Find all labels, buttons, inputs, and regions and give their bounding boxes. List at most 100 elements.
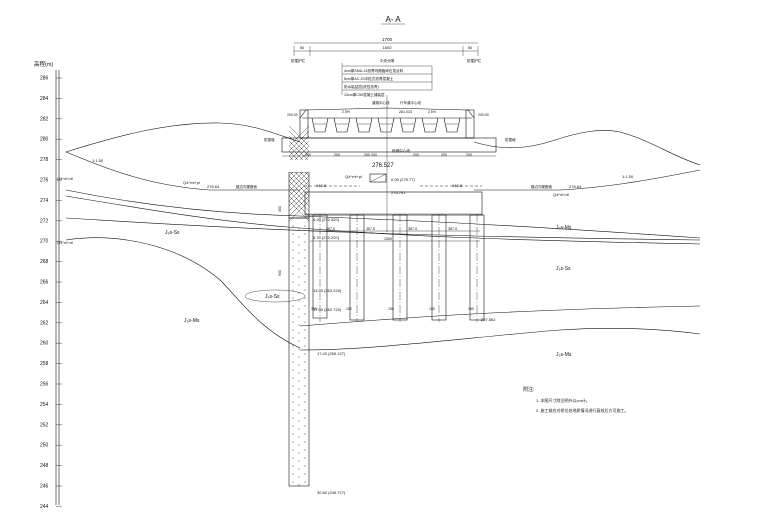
cap-dim-2: 200: [334, 153, 340, 157]
elevation-tick: 282: [40, 116, 49, 122]
pile-span-4: 387.5: [448, 227, 457, 231]
stratum-left-upper: J₃s-Ss: [165, 230, 180, 236]
ground-mid-bottom: 276.761: [391, 190, 406, 195]
elevation-tick: 286: [40, 76, 49, 82]
elevation-tick: 272: [40, 218, 49, 224]
top-dimension: 1700 50 1600 50 防撞护栏 中央分隔 防撞护栏: [291, 37, 481, 63]
borehole-depth-2: 900: [278, 270, 282, 276]
pile-dim-2: 150: [346, 307, 352, 311]
elevation-tick: 254: [40, 402, 49, 408]
right-post-label: 防撞墙: [505, 137, 516, 142]
left-post-label: 防撞墙: [264, 137, 275, 142]
pavement-note-4: 10cm厚C50混凝土铺装层: [344, 92, 385, 97]
bh-level-3: 13.40 (263.220): [313, 288, 342, 293]
deck-center-value: 281.033: [399, 110, 412, 114]
notes-block: 附注: 1. 本图尺寸除注明外以cm计。 2. 施工前应对桥位处地质情况进行复核…: [523, 386, 628, 413]
bh-level-1: 4.20 (272.320): [313, 217, 340, 222]
road-label-right: 路边沟渠断面: [531, 184, 552, 189]
pavement-notes: 4cm厚SMA-13沥青玛蹄脂碎石混合料 6cm厚AC-20中粒式沥青混凝土 防…: [341, 63, 433, 97]
elevation-tick: 246: [40, 484, 49, 490]
elevation-tick: 250: [40, 443, 49, 449]
side-dim-right: 348.8: [452, 183, 463, 188]
pile-dim-4: 150: [429, 307, 435, 311]
slope-right: 1:1.50: [622, 174, 634, 179]
left-edge-q: Q4^el+dl: [57, 176, 73, 181]
road-label-left: 路边沟渠断面: [236, 184, 257, 189]
strata-lines: J₃s-Ss J₃s-Ms J₃s-Ms J₃s-Ss J₃s-Ms J₃s-S…: [65, 189, 701, 358]
deck-left-slope: 2.5%: [342, 110, 350, 114]
ground-profile: 1:1.50 1:1.50 276.64 276.64 路边沟渠断面 路边沟渠断…: [57, 122, 701, 245]
qml-left: Q4^ml+pl: [183, 180, 200, 185]
elevation-tick: 260: [40, 341, 49, 347]
pile-span-3: 387.5: [408, 227, 417, 231]
cap-dim-4: 200: [413, 153, 419, 157]
notes-title: 附注:: [523, 386, 534, 393]
elevation-tick: 270: [40, 239, 49, 245]
dim-total: 1700: [382, 37, 393, 42]
elevation-tick: 244: [40, 504, 49, 510]
bh-level-4: 17.00 (262.720): [313, 307, 342, 312]
section-title: A- A: [385, 15, 401, 24]
elevation-tick: 248: [40, 463, 49, 469]
elevation-tick: 266: [40, 280, 49, 286]
pile-bottom: 267.862: [481, 317, 496, 322]
elevation-tick: 268: [40, 259, 49, 265]
elevation-tick: 284: [40, 96, 49, 102]
deck-center-ref: 行车道中心线: [400, 100, 421, 105]
pavement-note-3: 防水粘结层(改性沥青): [344, 84, 379, 89]
elevation-tick: 274: [40, 198, 49, 204]
cap-dim-3: 200 200: [364, 153, 377, 157]
stratum-right-upper: J₃s-Ms: [556, 225, 572, 231]
right-elev: 276.64: [569, 184, 582, 189]
pavement-note-1: 4cm厚SMA-13沥青玛蹄脂碎石混合料: [344, 68, 404, 73]
label-center: 中央分隔: [380, 58, 394, 63]
ground-mid-top: 0.05 (275.77): [391, 177, 415, 182]
stratum-lens: J₃s-Ss: [265, 294, 280, 300]
stratum-right-mid: J₃s-Ss: [556, 266, 571, 272]
bh-level-6: 30.80 (245.727): [317, 490, 346, 495]
pile-dim-5: 150: [468, 307, 474, 311]
note-1: 1. 本图尺寸除注明外以cm计。: [536, 397, 590, 403]
qml-right: Q4^el+dl: [553, 192, 569, 197]
cap-dim-5: 200: [441, 153, 447, 157]
deck-left-cant: 200.00: [287, 113, 298, 117]
left-edge-q2: Q4^el+dl: [57, 240, 73, 245]
elevation-tick: 276: [40, 178, 49, 184]
borehole-depth-1: 300: [278, 206, 282, 212]
pile-dim-3: 150: [388, 307, 394, 311]
elevation-tick: 264: [40, 300, 49, 306]
stratum-right-lower: J₃s-Ms: [556, 352, 572, 358]
label-left-rail: 防撞护栏: [291, 58, 305, 63]
elevation-tick: 280: [40, 137, 49, 143]
left-elev: 276.64: [207, 184, 220, 189]
stratum-left-lower: J₃s-Ms: [184, 318, 200, 324]
pile-span-2: 387.5: [366, 227, 375, 231]
cap-block-label: Q4^ml+pl: [345, 174, 362, 179]
bh-level-5: 17.40 (259.127): [317, 351, 346, 356]
side-dim-left: 348.8: [316, 183, 327, 188]
cap-dim-6: 200: [466, 153, 472, 157]
bh-level-2: 5.70 (272.220): [313, 235, 340, 240]
slope-left: 1:1.50: [92, 158, 104, 163]
pile-group: 387.5 387.5 387.5 387.5 1550 350 150 150…: [310, 214, 496, 322]
pile-span-1: 387.5: [326, 227, 335, 231]
deck-right-cant: 200.00: [478, 113, 489, 117]
elevation-tick: 256: [40, 382, 49, 388]
deck-right-slope: 2.5%: [428, 110, 436, 114]
dim-right: 50: [468, 45, 473, 50]
elevation-tick: 278: [40, 157, 49, 163]
deck-center-label: 道路中心线: [372, 100, 390, 105]
dim-left: 50: [300, 45, 305, 50]
design-elevation: 276.527: [372, 163, 394, 169]
borehole-column: 300 900 4.20 (272.320) 5.70 (272.220) 13…: [278, 125, 346, 495]
dim-middle: 1600: [383, 45, 393, 50]
note-2: 2. 施工前应对桥位处地质情况进行复核后方可施工。: [536, 407, 628, 413]
pier-cap: 200 200 200 200 200 200 200 桥墩中心线 276.52…: [281, 137, 497, 216]
pile-dim-1: 350: [311, 307, 317, 311]
elevation-tick-labels: 2862842822802782762742722702682662642622…: [40, 76, 62, 510]
elevation-tick: 252: [40, 422, 49, 428]
elevation-tick: 258: [40, 361, 49, 367]
label-right-rail: 防撞护栏: [467, 58, 481, 63]
cap-label: 桥墩中心线: [392, 148, 410, 153]
